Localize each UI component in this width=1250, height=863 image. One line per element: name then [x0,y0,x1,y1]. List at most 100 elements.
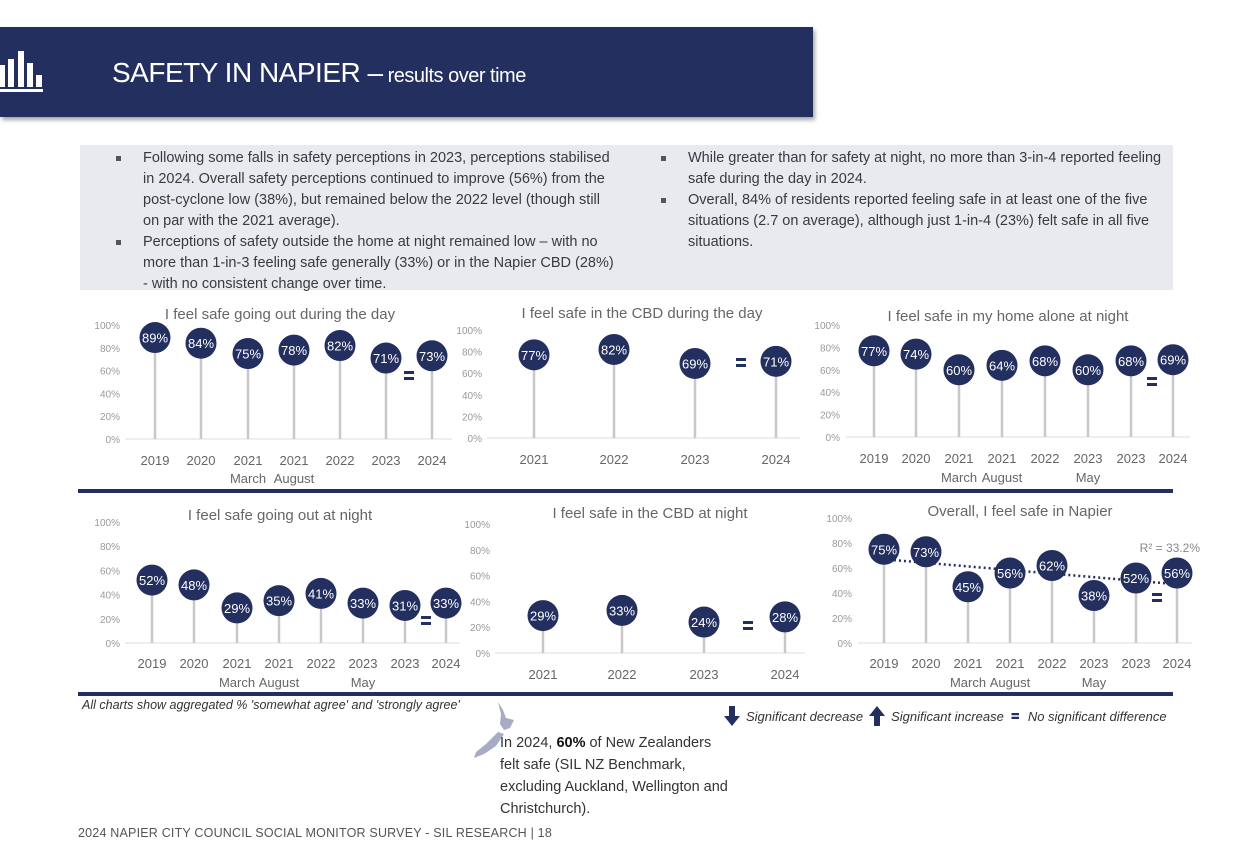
x-tick-label: 2020 [187,453,216,468]
equals-icon [1011,713,1019,719]
y-tick-label: 80% [100,344,120,355]
equals-icon [736,364,746,367]
data-label: 52% [1123,571,1149,586]
y-tick-label: 80% [820,343,840,354]
x-sub-label: March [950,675,986,690]
benchmark-value: 60% [556,735,586,751]
x-tick-label: 2019 [870,656,899,671]
page-title: SAFETY IN NAPIER – results over time [112,57,526,89]
data-label: 77% [521,348,547,363]
legend-same: No significant difference [1027,708,1167,724]
x-tick-label: 2019 [141,453,170,468]
y-tick-label: 80% [832,539,852,550]
y-tick-label: 20% [820,411,840,422]
x-sub-label: March [230,471,266,486]
x-tick-label: 2021 [996,656,1025,671]
chart-title: I feel safe in my home alone at night [888,308,1130,325]
arrow-up-icon [869,706,886,726]
y-tick-label: 60% [820,366,840,377]
chart-title: Overall, I feel safe in Napier [927,503,1112,520]
data-label: 24% [691,615,717,630]
x-tick-label: 2021 [234,453,263,468]
lollipop-bubble [1029,345,1061,377]
y-tick-label: 20% [100,615,120,626]
lollipop-bubble [769,601,801,633]
summary-bullet: Following some falls in safety perceptio… [80,148,620,232]
x-tick-label: 2022 [608,667,637,682]
equals-icon [736,358,746,361]
lollipop-bubble [943,354,975,386]
data-label: 52% [139,573,165,588]
r-squared-label: R² = 33.2% [1140,541,1201,555]
title-sub: results over time [382,65,527,87]
lollipop-bubble [430,587,462,619]
x-tick-label: 2023 [681,452,710,467]
equals-icon [421,622,431,625]
data-label: 41% [308,586,334,601]
data-label: 33% [609,603,635,618]
data-label: 82% [327,339,353,354]
lollipop-bubble [1161,557,1193,589]
slide-header: SAFETY IN NAPIER – results over time [0,27,813,117]
lollipop-bubble [416,340,448,372]
lollipop-bubble [136,564,168,596]
data-label: 48% [181,578,207,593]
data-label: 56% [997,566,1023,581]
data-label: 73% [419,349,445,364]
data-label: 84% [188,336,214,351]
y-tick-label: 60% [470,572,490,583]
y-tick-label: 100% [456,326,482,337]
x-tick-label: 2021 [223,656,252,671]
data-label: 69% [682,356,708,371]
data-label: 68% [1032,354,1058,369]
x-tick-label: 2023 [391,656,420,671]
chart-title: I feel safe in the CBD at night [552,505,748,522]
data-label: 68% [1118,354,1144,369]
y-tick-label: 80% [470,546,490,557]
data-label: 60% [1075,363,1101,378]
lollipop-bubble [1115,345,1147,377]
x-tick-label: 2023 [372,453,401,468]
y-tick-label: 40% [100,389,120,400]
data-label: 64% [989,358,1015,373]
equals-icon [743,621,753,624]
data-label: 62% [1039,559,1065,574]
y-tick-label: 40% [820,388,840,399]
x-sub-label: August [990,675,1031,690]
lollipop-bubble [370,342,402,374]
lollipop-bubble [1072,354,1104,386]
x-tick-label: 2023 [1122,656,1151,671]
y-tick-label: 100% [464,520,490,531]
x-tick-label: 2023 [1117,451,1146,466]
y-tick-label: 20% [470,623,490,634]
x-tick-label: 2021 [265,656,294,671]
title-main: SAFETY IN NAPIER – [112,57,383,88]
x-tick-label: 2024 [1159,451,1188,466]
y-tick-label: 40% [832,589,852,600]
bar-chart-icon [0,51,43,92]
x-tick-label: 2020 [902,451,931,466]
lollipop-bubble [952,571,984,603]
y-tick-label: 60% [100,566,120,577]
y-tick-label: 40% [100,591,120,602]
y-tick-label: 0% [826,433,841,444]
lollipop-bubble [232,338,264,369]
data-label: 71% [373,351,399,366]
y-tick-label: 20% [100,412,120,423]
summary-bullet: While greater than for safety at night, … [625,148,1165,190]
x-tick-label: 2023 [690,667,719,682]
x-sub-label: March [219,675,255,690]
x-tick-label: 2022 [1038,656,1067,671]
data-label: 31% [392,598,418,613]
x-tick-label: 2021 [945,451,974,466]
y-tick-label: 0% [838,639,853,650]
data-label: 69% [1160,353,1186,368]
data-label: 82% [601,342,627,357]
data-label: 74% [903,347,929,362]
data-label: 56% [1164,566,1190,581]
y-tick-label: 40% [470,597,490,608]
x-sub-label: May [1076,470,1101,485]
x-tick-label: 2024 [771,667,800,682]
lollipop-bubble [185,327,217,359]
x-sub-label: August [982,470,1023,485]
